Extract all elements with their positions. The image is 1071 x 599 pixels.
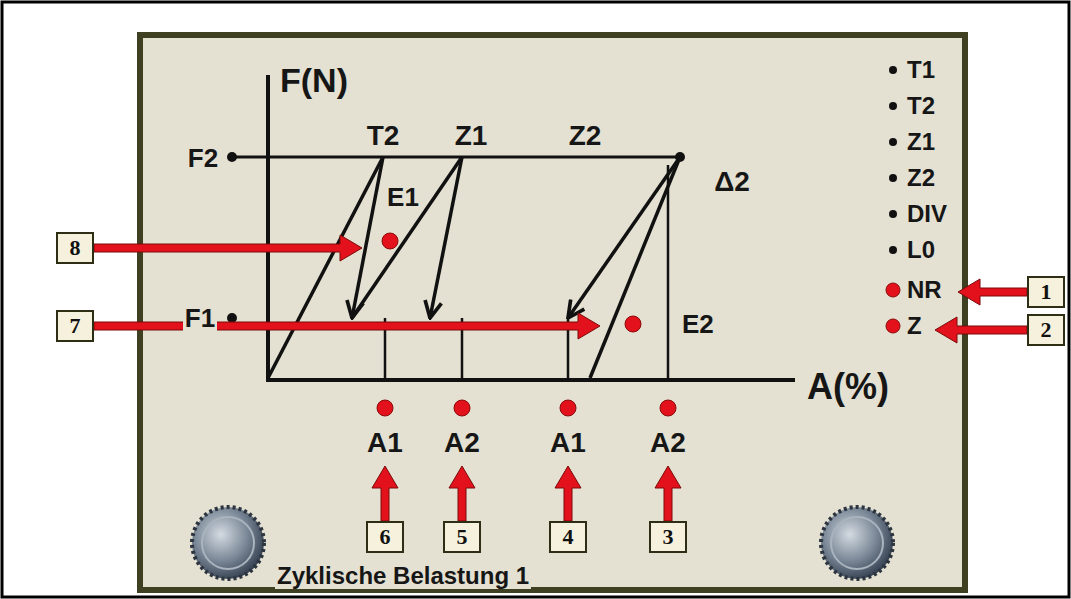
indicator-lamp [660,400,676,416]
panel-title: Zyklische Belastung 1 [275,563,531,589]
callout-arrow [958,279,1027,305]
callout-box: 5 [443,521,481,553]
point-label: Z1 [453,121,490,151]
indicator-label: Z2 [905,165,937,191]
point-label: Δ2 [712,167,752,197]
socket-label: A2 [442,428,482,458]
indicator-lamp [886,319,900,333]
socket-label: A1 [548,428,588,458]
callout-number: 3 [663,526,674,548]
indicator-dot [889,102,897,110]
thumb-screw [192,507,264,579]
callout-box: 6 [366,521,404,553]
indicator-dot [889,246,897,254]
strain-axis [266,378,795,382]
indicator-dot [889,174,897,182]
level-label: F1 [183,304,217,332]
callout-box: 7 [56,310,94,342]
indicator-label: Z [905,313,924,339]
axis-title: A(%) [805,368,891,406]
callout-box: 8 [56,232,94,264]
callout-box: 3 [649,521,687,553]
callout-arrow [449,466,475,521]
callout-number: 8 [70,237,81,259]
indicator-dot [889,138,897,146]
level-dot [227,152,237,162]
indicator-lamp [377,400,393,416]
indicator-lamp [560,400,576,416]
strain-drop-line [667,165,670,380]
indicator-label: DIV [905,201,949,227]
indicator-label: T1 [905,57,937,83]
callout-number: 5 [457,526,468,548]
callout-box: 4 [549,521,587,553]
loading-line [268,157,383,378]
callout-box: 2 [1027,314,1065,346]
loading-line [352,157,462,318]
callout-number: 4 [563,526,574,548]
callout-arrow [372,466,398,521]
indicator-label: Z1 [905,129,937,155]
socket-label: A1 [365,428,405,458]
callout-arrow [555,466,581,521]
callout-arrow [94,235,362,261]
indicator-lamp [454,400,470,416]
panel-plate [140,35,965,590]
indicator-lamp [625,316,641,332]
point-label: T2 [365,121,402,151]
callout-arrow [94,313,600,339]
unloading-line [430,157,462,318]
indicator-dot [889,210,897,218]
thumb-screw [821,507,893,579]
indicator-label: T2 [905,93,937,119]
region-label: E1 [385,183,421,211]
force-axis [266,75,270,380]
unloading-line [568,157,680,318]
indicator-lamp [886,283,900,297]
socket-label: A2 [648,428,688,458]
point-label: Z2 [567,121,604,151]
indicator-label: L0 [905,237,937,263]
callout-arrow [655,466,681,521]
thumb-screw-rim [831,517,883,569]
region-label: E2 [680,310,716,338]
callout-number: 6 [380,526,391,548]
callout-number: 2 [1041,319,1052,341]
callout-number: 1 [1041,281,1052,303]
indicator-dot [889,66,897,74]
upper-force-line [232,156,680,159]
level-label: F2 [186,144,220,172]
callout-arrow [935,317,1027,343]
callout-box: 1 [1027,276,1065,308]
thumb-screw-rim [202,517,254,569]
axis-title: F(N) [278,62,350,98]
callout-number: 7 [70,315,81,337]
indicator-label: NR [905,277,944,303]
indicator-lamp [382,233,398,249]
